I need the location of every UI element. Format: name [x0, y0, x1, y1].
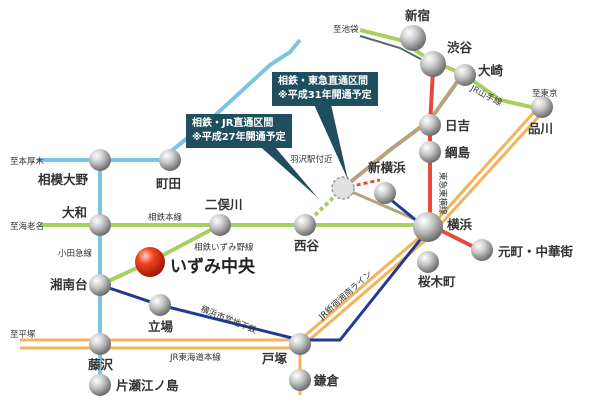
station-shibuya[interactable] [420, 51, 446, 77]
callout-sotetsu-jr-note: ※平成27年開通予定 [192, 132, 286, 143]
label-sakuragicho: 桜木町 [418, 274, 456, 289]
callout-sotetsu-jr-title: 相鉄・JR直通区間 [192, 118, 274, 129]
station-kamakura[interactable] [289, 369, 311, 391]
station-nishiya[interactable] [294, 214, 316, 236]
label-to-hon-atsugi: 至本厚木 [10, 156, 45, 167]
label-totsuka: 戸塚 [262, 351, 288, 366]
station-shin-yokohama[interactable] [374, 182, 396, 204]
label-izumi-chuo: いずみ中央 [170, 256, 256, 277]
label-shin-yokohama: 新横浜 [368, 160, 406, 175]
label-motomachi: 元町・中華街 [498, 244, 574, 259]
label-tateba: 立場 [148, 319, 174, 334]
station-machida[interactable] [159, 149, 181, 171]
station-hazawa[interactable] [331, 176, 355, 200]
label-subway: 横浜市営地下鉄 [199, 304, 259, 337]
label-izumino: 相鉄いずみ野線 [194, 242, 254, 253]
station-osaki[interactable] [454, 64, 476, 86]
station-yokohama[interactable] [413, 212, 443, 242]
station-yamato[interactable] [89, 214, 111, 236]
station-motomachi[interactable] [471, 239, 493, 261]
label-to-hiratsuka: 至平塚 [10, 330, 36, 340]
label-yamato: 大和 [62, 205, 87, 220]
label-sotetsu-main: 相鉄本線 [148, 212, 183, 223]
callout-pointer-jr [246, 134, 318, 198]
station-shonandai[interactable] [89, 274, 111, 296]
label-fujisawa: 藤沢 [87, 357, 114, 372]
label-yokohama: 横浜 [447, 217, 473, 232]
label-odakyu: 小田急線 [58, 248, 93, 259]
station-totsuka[interactable] [289, 333, 311, 355]
label-futamatagawa: 二俣川 [205, 197, 243, 212]
label-shonandai: 湘南台 [50, 277, 88, 292]
label-kamakura: 鎌倉 [313, 373, 340, 388]
station-shinagawa[interactable] [531, 96, 553, 118]
label-jr-tokaido: JR東海道本線 [169, 352, 221, 363]
label-osaki: 大崎 [478, 63, 504, 78]
station-sagami-ono[interactable] [89, 149, 111, 171]
callout-sotetsu-jr: 相鉄・JR直通区間 ※平成27年開通予定 [186, 114, 292, 148]
station-futamatagawa[interactable] [209, 214, 231, 236]
label-shinagawa: 品川 [528, 121, 553, 136]
label-to-tokyo: 至東京 [532, 88, 558, 99]
station-tateba[interactable] [149, 294, 171, 316]
label-to-ikebukuro: 至池袋 [333, 24, 359, 35]
label-shonan-shinjuku: JR新宿湘南ライン [316, 269, 375, 323]
tokyu-link [342, 178, 381, 190]
station-hiyoshi[interactable] [419, 114, 441, 136]
label-nishiya: 西谷 [294, 238, 320, 253]
label-sagami-ono: 相模大野 [38, 172, 89, 187]
ikebukuro-dark-line [359, 35, 431, 65]
label-tokyu-toyoko: 東急東横線 [437, 172, 448, 215]
station-fujisawa[interactable] [89, 333, 111, 355]
label-shibuya: 渋谷 [447, 40, 473, 55]
callout-sotetsu-tokyu: 相鉄・東急直通区間 ※平成31年開通予定 [272, 72, 378, 106]
callout-sotetsu-tokyu-note: ※平成31年開通予定 [278, 90, 372, 101]
label-hiyoshi: 日吉 [445, 118, 470, 133]
station-izumi-chuo[interactable] [135, 247, 165, 277]
station-katase-enoshima[interactable] [89, 374, 111, 396]
station-shinjuku[interactable] [400, 25, 426, 51]
station-sakuragicho[interactable] [417, 251, 439, 273]
label-shinjuku: 新宿 [405, 8, 430, 23]
label-to-ebina: 至海老名 [10, 221, 44, 232]
callout-sotetsu-tokyu-title: 相鉄・東急直通区間 [278, 76, 368, 87]
station-tsunashima[interactable] [419, 141, 441, 163]
label-hazawa: 羽沢駅付近 [290, 154, 333, 165]
label-tsunashima: 綱島 [445, 145, 471, 160]
label-machida: 町田 [156, 176, 181, 191]
yamanote-line [359, 28, 546, 112]
label-katase-enoshima: 片瀬江ノ島 [116, 378, 179, 393]
callout-pointer-tokyu [312, 100, 348, 180]
label-jr-yamanote: JR山手線 [468, 82, 504, 108]
